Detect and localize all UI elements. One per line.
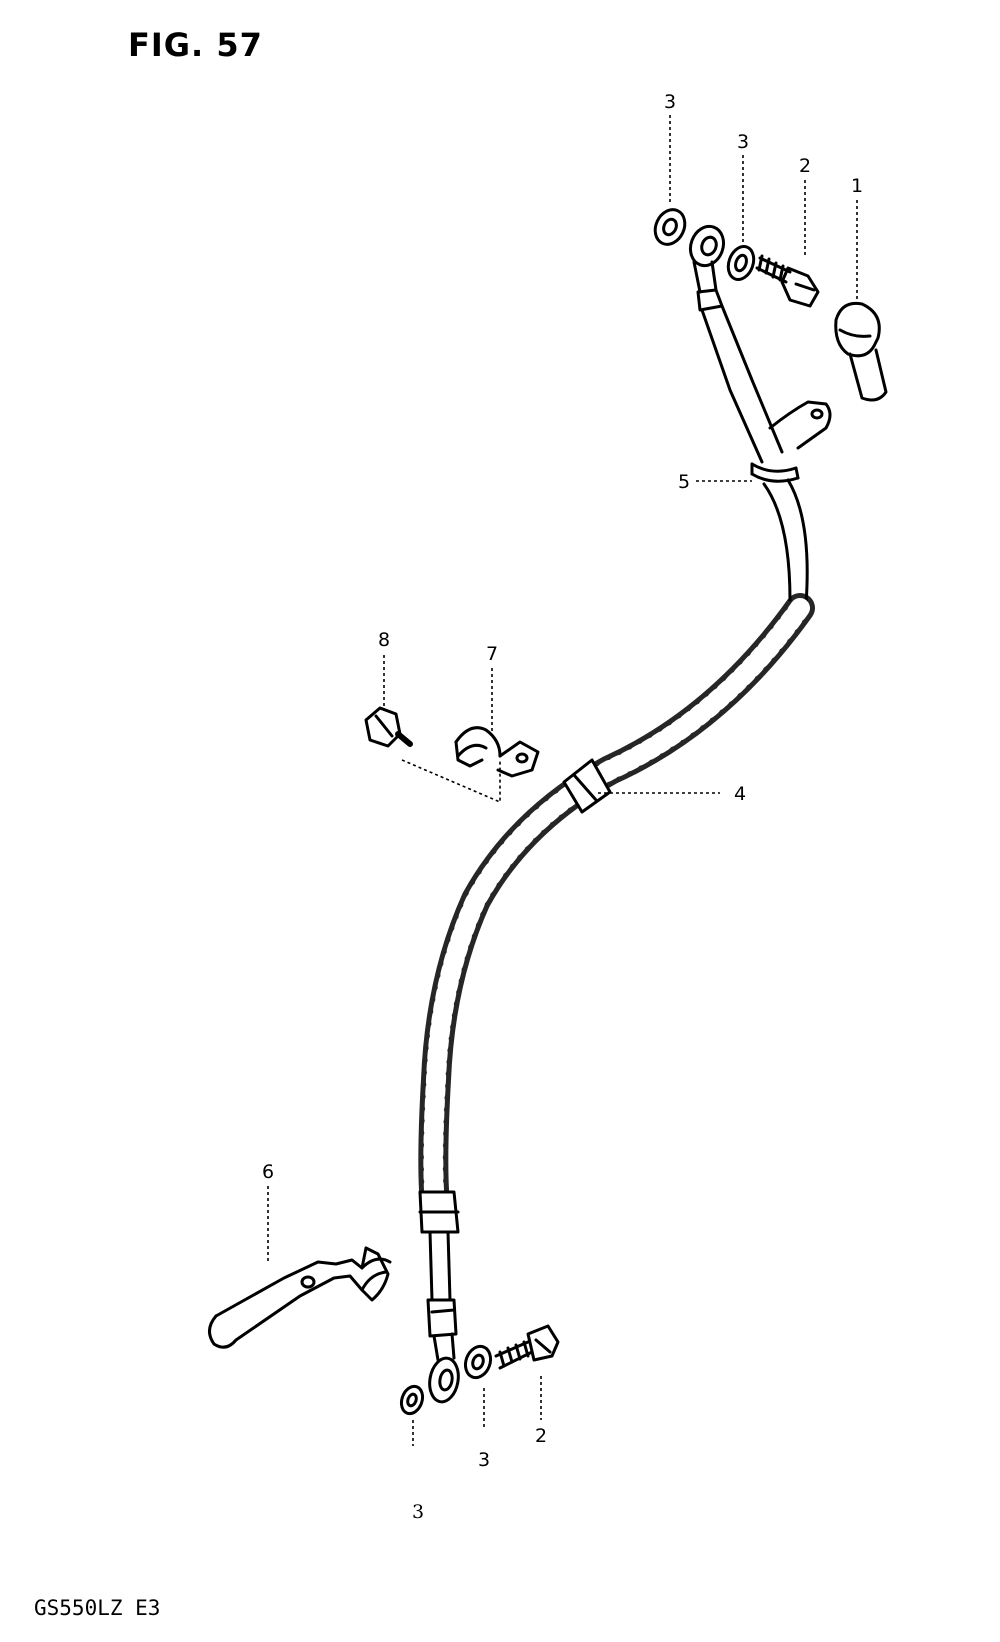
- callout-2-bolt-upper: 2: [799, 155, 811, 177]
- callout-2-bolt-lower: 2: [535, 1425, 547, 1447]
- bolt-clamp: [364, 706, 413, 748]
- union-bolt-upper: [755, 254, 820, 308]
- banjo-eye-upper: [688, 224, 726, 268]
- callout-3-washer-inner: 3: [737, 131, 749, 153]
- lower-hose-end: [426, 1230, 460, 1404]
- model-code: GS550LZ E3: [34, 1596, 161, 1620]
- callout-6-bracket: 6: [262, 1161, 274, 1183]
- callout-8-bolt: 8: [378, 629, 390, 651]
- callout-1-cap: 1: [851, 175, 863, 197]
- figure-title: FIG. 57: [128, 26, 263, 64]
- callout-3-washer-lower: 3: [478, 1449, 490, 1471]
- callout-5-grommet: 5: [678, 471, 690, 493]
- leader-lines: [267, 115, 858, 1446]
- washer-lower-outer: [399, 1384, 425, 1416]
- hose-clamp: [454, 726, 540, 778]
- callout-7-clamp: 7: [486, 643, 498, 665]
- hose-bracket: [208, 1246, 392, 1349]
- union-bolt-lower: [494, 1324, 560, 1370]
- washer-upper-inner: [726, 245, 756, 281]
- callouts: 3 3 2 1 5 8 7 4 6 2 3 3: [262, 91, 863, 1523]
- callout-4-hose: 4: [734, 783, 746, 805]
- callout-3-washer-top: 3: [664, 91, 676, 113]
- armored-hose: [418, 593, 815, 1234]
- washer-lower-inner: [463, 1344, 493, 1380]
- stray-mark: 3: [412, 1501, 424, 1523]
- cap: [834, 301, 888, 402]
- upper-hose: [692, 260, 832, 606]
- washer-upper-outer: [653, 208, 687, 246]
